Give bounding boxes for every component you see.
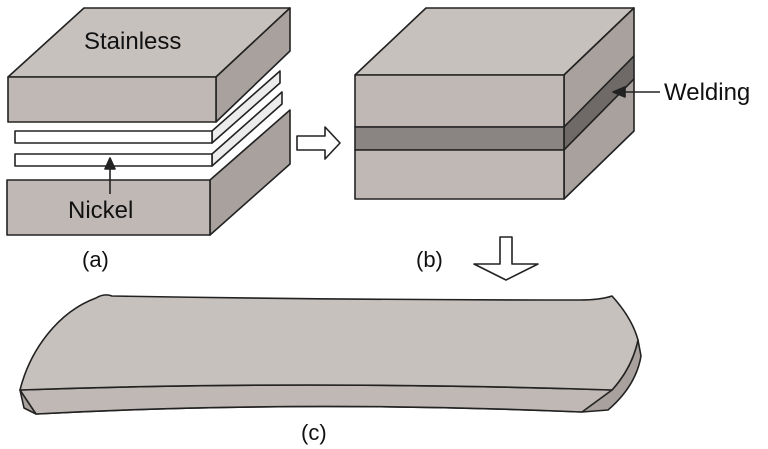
welding-layer-front	[354, 126, 565, 151]
rolled-strip-front-edge	[19, 384, 613, 415]
stainless-top-block	[7, 7, 291, 123]
rolled-strip-top-surface	[19, 294, 639, 391]
nickel-sheet-upper-front	[14, 130, 213, 144]
nickel-label: Nickel	[68, 197, 134, 224]
panel-a-caption: (a)	[82, 247, 109, 272]
welded-block-front-lower	[354, 149, 565, 200]
panel-b-welded-block	[354, 7, 660, 200]
stainless-top-block-front-face	[7, 76, 217, 123]
welding-pointer-head	[612, 86, 626, 98]
stainless-bottom-block	[6, 109, 291, 236]
nickel-sheet-lower-front	[14, 153, 213, 167]
panel-a-stack	[6, 7, 291, 236]
panel-b-caption: (b)	[416, 247, 443, 272]
nickel-pointer-head	[104, 157, 116, 170]
nickel-sheet-lower	[14, 91, 283, 167]
process-arrow-down	[473, 236, 539, 281]
process-arrow-right	[296, 126, 341, 160]
stainless-bottom-block-front-face	[6, 179, 211, 236]
nickel-sheet-upper	[14, 70, 281, 144]
welding-label: Welding	[664, 79, 751, 106]
panel-c-caption: (c)	[301, 420, 327, 445]
welded-block-front-upper	[354, 74, 565, 128]
stainless-label: Stainless	[84, 28, 182, 55]
panel-c-rolled-strip	[19, 294, 642, 415]
